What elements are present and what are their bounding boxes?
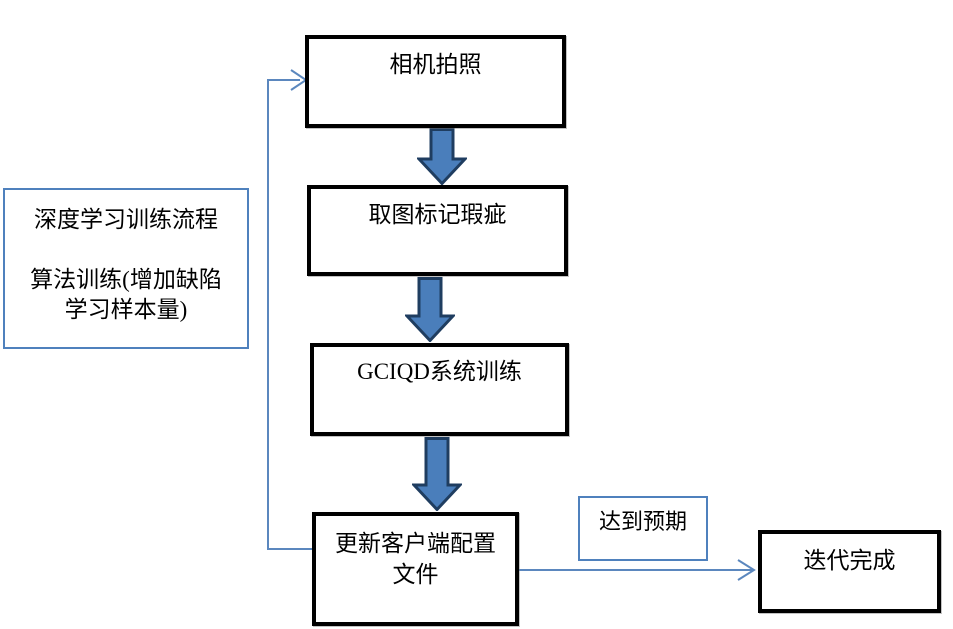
step-update-config-box: 更新客户端配置 文件 [312, 512, 519, 626]
down-block-arrow-1-icon [417, 128, 467, 185]
step-iteration-done-box: 迭代完成 [758, 530, 941, 613]
step-camera-label: 相机拍照 [389, 52, 482, 77]
feedback-loop-arrowhead-icon [290, 69, 308, 91]
down-block-arrow-2-icon [405, 277, 455, 342]
step-mark-defects-label: 取图标记瑕疵 [368, 202, 507, 227]
step-update-config-label-line1: 更新客户端配置 [335, 531, 496, 556]
step-camera-box: 相机拍照 [305, 35, 566, 128]
side-note-spacer [5, 235, 247, 265]
step-system-training-box: GCIQD系统训练 [310, 343, 569, 436]
side-note-line3: 学习样本量) [64, 297, 188, 322]
step-iteration-done-label: 迭代完成 [803, 548, 896, 573]
feedback-loop-line [267, 79, 312, 550]
side-note-box: 深度学习训练流程 算法训练(增加缺陷 学习样本量) [3, 188, 249, 349]
step-system-training-label: GCIQD系统训练 [357, 359, 522, 384]
step-mark-defects-box: 取图标记瑕疵 [307, 185, 568, 276]
condition-expected-label: 达到预期 [598, 509, 687, 534]
condition-expected-box: 达到预期 [578, 496, 708, 561]
step-update-config-label-line2: 文件 [392, 562, 439, 587]
side-note-line2: 算法训练(增加缺陷 [30, 267, 222, 292]
done-connector-arrowhead-icon [737, 559, 756, 581]
side-note-line1: 深度学习训练流程 [34, 207, 218, 232]
down-block-arrow-3-icon [412, 437, 462, 511]
